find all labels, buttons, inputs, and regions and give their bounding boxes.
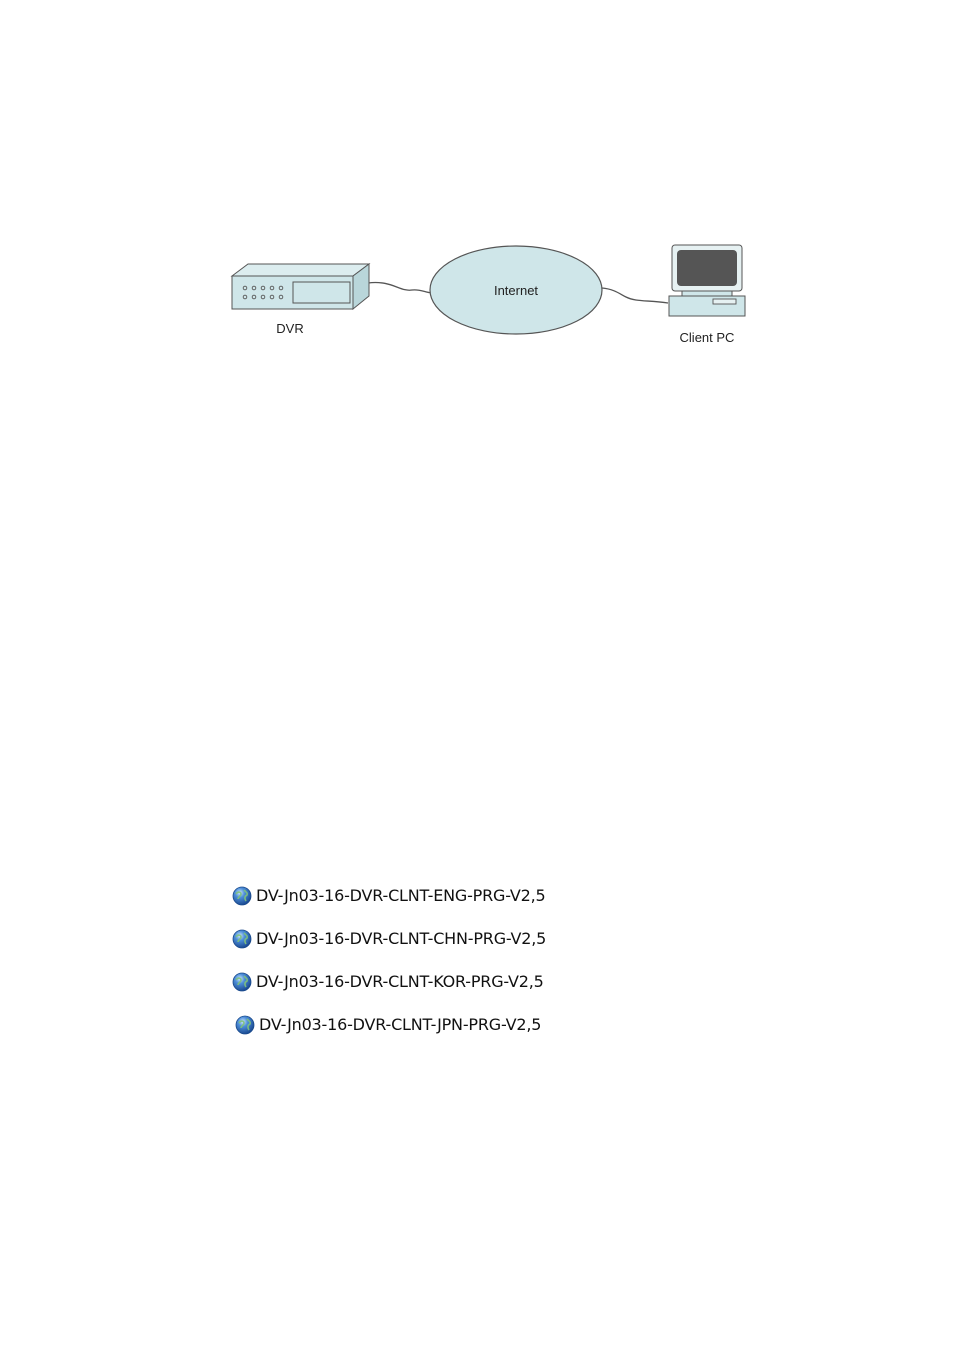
file-item[interactable]: DV-Jn03-16-DVR-CLNT-JPN-PRG-V2,5 xyxy=(232,1003,572,1046)
dvr-label: DVR xyxy=(276,321,303,336)
dvr-icon xyxy=(232,264,369,309)
file-item[interactable]: DV-Jn03-16-DVR-CLNT-CHN-PRG-V2,5 xyxy=(232,917,572,960)
file-item[interactable]: DV-Jn03-16-DVR-CLNT-KOR-PRG-V2,5 xyxy=(232,960,572,1003)
internet-label: Internet xyxy=(494,283,538,298)
globe-icon xyxy=(232,886,252,906)
globe-icon xyxy=(235,1015,255,1035)
file-name: DV-Jn03-16-DVR-CLNT-ENG-PRG-V2,5 xyxy=(256,886,545,905)
dvr-internet-cable xyxy=(368,283,432,293)
program-file-list: DV-Jn03-16-DVR-CLNT-ENG-PRG-V2,5 DV-Jn03… xyxy=(232,874,572,1046)
network-diagram: DVR Internet Client PC xyxy=(0,0,954,420)
client-pc-label: Client PC xyxy=(680,330,735,345)
file-name: DV-Jn03-16-DVR-CLNT-CHN-PRG-V2,5 xyxy=(256,929,546,948)
file-name: DV-Jn03-16-DVR-CLNT-JPN-PRG-V2,5 xyxy=(259,1015,541,1034)
client-pc-icon xyxy=(669,245,745,316)
file-name: DV-Jn03-16-DVR-CLNT-KOR-PRG-V2,5 xyxy=(256,972,544,991)
globe-icon xyxy=(232,929,252,949)
globe-icon xyxy=(232,972,252,992)
internet-client-cable xyxy=(602,288,668,303)
file-item[interactable]: DV-Jn03-16-DVR-CLNT-ENG-PRG-V2,5 xyxy=(232,874,572,917)
